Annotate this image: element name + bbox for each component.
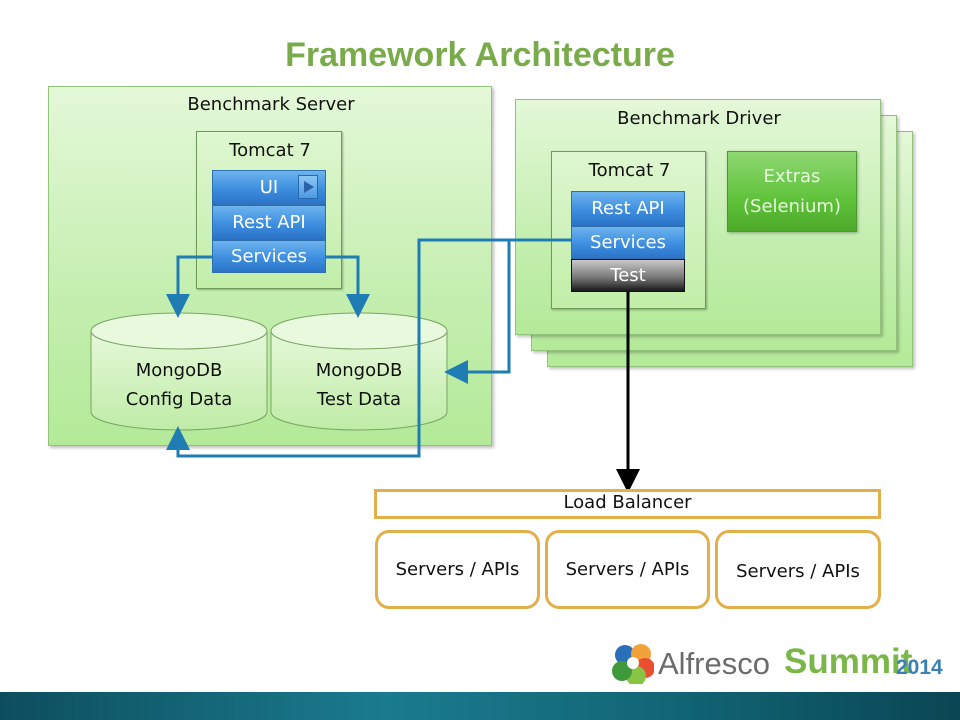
footer-band	[0, 692, 960, 720]
extras-selenium-box: Extras (Selenium)	[727, 151, 857, 232]
connector-services-to-config	[166, 255, 212, 318]
driver-tomcat-label: Tomcat 7	[588, 160, 671, 181]
server-api-box-1: Servers / APIs	[375, 530, 540, 609]
brand-event: Summit	[784, 642, 913, 681]
server-ui-label: UI	[259, 177, 279, 198]
extras-sublabel: (Selenium)	[743, 196, 841, 217]
driver-rest-api-layer: Rest API	[571, 191, 685, 226]
extras-label: Extras	[763, 166, 821, 187]
slide-title: Framework Architecture	[285, 36, 675, 74]
play-arrow-icon[interactable]	[298, 175, 318, 199]
server-rest-api-layer: Rest API	[212, 205, 326, 240]
server-services-layer: Services	[212, 240, 326, 273]
server-ui-layer: UI	[212, 170, 326, 205]
connector-driver-to-config	[166, 238, 571, 458]
mongodb-test-cylinder	[270, 312, 448, 431]
load-balancer-box: Load Balancer	[374, 489, 881, 519]
server-api-box-3: Servers / APIs	[715, 530, 881, 609]
mongodb-config-cylinder	[90, 312, 268, 431]
benchmark-driver-label: Benchmark Driver	[617, 108, 781, 129]
driver-services-layer: Services	[571, 226, 685, 259]
alfresco-summit-logo: Alfresco Summit 2014	[612, 640, 952, 688]
connector-driver-to-testdata	[444, 238, 571, 384]
server-api-box-2: Servers / APIs	[545, 530, 710, 609]
benchmark-server-label: Benchmark Server	[187, 94, 355, 115]
server-tomcat-label: Tomcat 7	[229, 140, 311, 161]
brand-year: 2014	[896, 656, 943, 679]
connector-services-to-testdata	[326, 255, 370, 318]
driver-test-layer: Test	[571, 259, 685, 292]
alfresco-flower-icon	[612, 644, 654, 684]
mongodb-config-label: MongoDB Config Data	[125, 360, 233, 410]
mongodb-test-label: MongoDB Test Data	[315, 360, 403, 410]
brand-name: Alfresco	[658, 646, 770, 681]
